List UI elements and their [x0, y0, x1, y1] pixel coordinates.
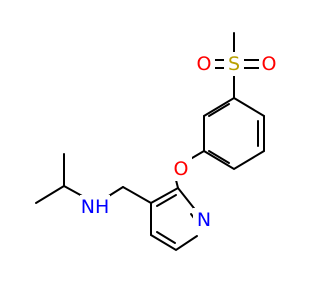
sulfur-label: S: [228, 53, 240, 75]
ether-oxygen-label-background: [170, 157, 192, 181]
benzene-ring: [203, 96, 265, 171]
ether-oxygen-label: O: [174, 158, 189, 180]
molecule-structure: S O O O N NH: [35, 32, 279, 252]
oxygen-top-label-background: [259, 52, 279, 76]
secondary-amine-label-background: [80, 195, 110, 219]
oxygen-top-label: O: [262, 53, 277, 75]
bond-pyridine-methylene: [122, 186, 152, 204]
pyridine-inner-bond-1: [156, 194, 177, 207]
sulfur-label-background: [224, 52, 244, 76]
benzene-inner-bond-2: [208, 150, 230, 164]
oxygen-left-label-background: [193, 52, 215, 76]
pyridine-nitrogen-label-background: [193, 208, 215, 232]
secondary-amine-label: NH: [81, 196, 110, 218]
benzene-inner-bond-3: [208, 103, 230, 117]
pyridine-inner-bond-2: [156, 231, 176, 244]
oxygen-left-label: O: [197, 53, 212, 75]
atom-labels: S O O O N NH: [80, 52, 279, 232]
bond-isopropyl-methyl-left: [35, 185, 65, 204]
pyridine-nitrogen-label: N: [197, 209, 211, 231]
pyridine-ring-carbons: [150, 186, 198, 252]
